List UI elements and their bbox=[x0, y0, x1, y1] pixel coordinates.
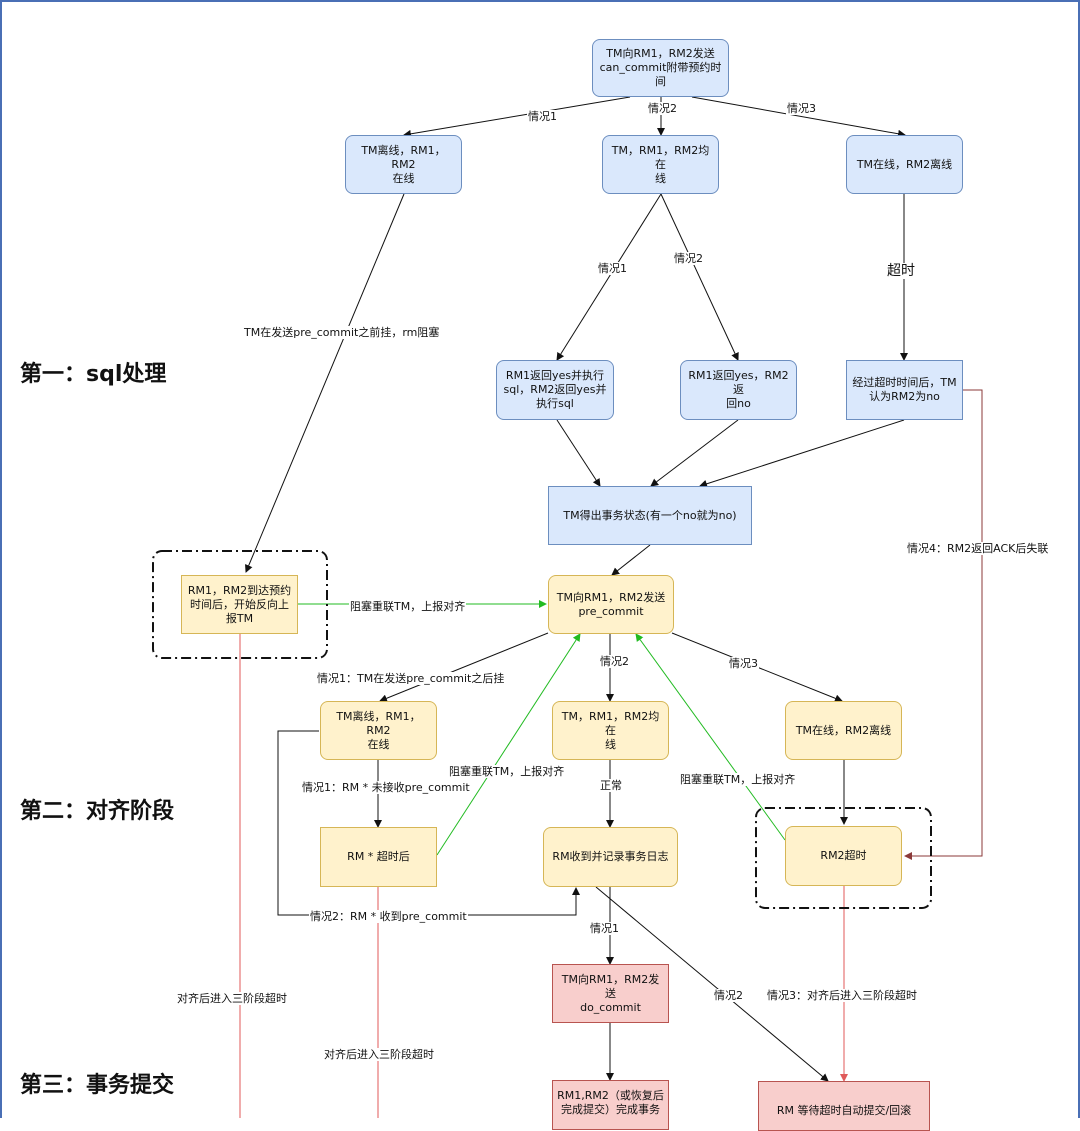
edge-rm-recv bbox=[277, 730, 580, 916]
label-block-reconnect-3: 阻塞重联TM，上报对齐 bbox=[679, 773, 797, 786]
label-commit-case1: 情况1 bbox=[589, 922, 620, 935]
edge-allon-yes bbox=[556, 193, 662, 361]
edge-allon-no bbox=[660, 193, 739, 361]
label-pre-case2: 情况2 bbox=[599, 655, 630, 668]
node-can-commit: TM向RM1，RM2发送 can_commit附带预约时 间 bbox=[592, 39, 729, 97]
label-tm-down-before: TM在发送pre_commit之前挂，rm阻塞 bbox=[243, 326, 441, 339]
label-align-timeout-2: 对齐后进入三阶段超时 bbox=[323, 1048, 435, 1061]
node-do-commit: TM向RM1，RM2发送 do_commit bbox=[552, 964, 669, 1023]
edge-start-tmoff bbox=[403, 96, 631, 138]
edge-timeout-state bbox=[699, 419, 905, 488]
node-rm-timeout: RM * 超时后 bbox=[320, 827, 437, 887]
label-case3: 情况3 bbox=[786, 102, 817, 115]
label-align-timeout-1: 对齐后进入三阶段超时 bbox=[176, 992, 288, 1005]
node-rm2-no: RM1返回yes，RM2返 回no bbox=[680, 360, 797, 420]
node-timeout-no: 经过超时时间后，TM 认为RM2为no bbox=[846, 360, 963, 420]
node-rm2-offline: TM在线，RM2离线 bbox=[846, 135, 963, 194]
label-commit-case3: 情况3：对齐后进入三阶段超时 bbox=[766, 989, 918, 1002]
label-no-case2: 情况2 bbox=[673, 252, 704, 265]
label-block-reconnect-2: 阻塞重联TM，上报对齐 bbox=[448, 765, 566, 778]
label-block-reconnect-1: 阻塞重联TM，上报对齐 bbox=[349, 600, 467, 613]
label-rm-not-received: 情况1：RM * 未接收pre_commit bbox=[301, 781, 471, 794]
label-normal: 正常 bbox=[599, 779, 623, 792]
edge-yes-state bbox=[556, 419, 601, 487]
stage-title-sql: 第一：sql处理 bbox=[20, 362, 167, 387]
edge-log-wait bbox=[595, 886, 829, 1082]
node2-rm2-offline: TM在线，RM2离线 bbox=[785, 701, 902, 760]
label-case1: 情况1 bbox=[527, 110, 558, 123]
node-both-yes-sql: RM1返回yes并执行 sql，RM2返回yes并 执行sql bbox=[496, 360, 614, 420]
edge-pre-tmoff bbox=[379, 632, 549, 703]
edge-state-precommit bbox=[611, 544, 651, 576]
group-box-rm2timeout bbox=[755, 807, 932, 909]
node-rm-log: RM收到并记录事务日志 bbox=[543, 827, 678, 887]
label-pre-case3: 情况3 bbox=[728, 657, 759, 670]
edge-no-state bbox=[650, 419, 739, 487]
node-wait-timeout: RM 等待超时自动提交/回滚 bbox=[758, 1081, 930, 1131]
node-tm-state: TM得出事务状态(有一个no就为no) bbox=[548, 486, 752, 545]
node2-all-online: TM，RM1，RM2均在 线 bbox=[552, 701, 669, 760]
label-pre-case1: 情况1：TM在发送pre_commit之后挂 bbox=[316, 672, 506, 685]
node-rm2-timeout: RM2超时 bbox=[785, 826, 902, 886]
stage-title-commit: 第三：事务提交 bbox=[20, 1073, 175, 1098]
edge-tmoff-report bbox=[245, 193, 405, 573]
edge-rmtimeout-precommit bbox=[436, 633, 581, 856]
edge-rm2timeout-precommit bbox=[635, 633, 786, 841]
stage-title-align: 第二：对齐阶段 bbox=[20, 799, 175, 824]
node-pre-commit: TM向RM1，RM2发送 pre_commit bbox=[548, 575, 674, 634]
label-yes-case1: 情况1 bbox=[597, 262, 628, 275]
label-commit-case2: 情况2 bbox=[713, 989, 744, 1002]
node-all-online: TM，RM1，RM2均在 线 bbox=[602, 135, 719, 194]
label-rm-received: 情况2：RM * 收到pre_commit bbox=[309, 910, 468, 923]
node2-tm-offline: TM离线，RM1，RM2 在线 bbox=[320, 701, 437, 760]
label-timeout: 超时 bbox=[886, 263, 916, 279]
node-tm-offline: TM离线，RM1，RM2 在线 bbox=[345, 135, 462, 194]
edge-start-rm2off bbox=[691, 96, 906, 138]
label-case4: 情况4：RM2返回ACK后失联 bbox=[906, 542, 1050, 555]
node-commit-done: RM1,RM2（或恢复后 完成提交）完成事务 bbox=[552, 1080, 669, 1130]
node-rm-report: RM1，RM2到达预约 时间后，开始反向上 报TM bbox=[181, 575, 298, 634]
edge-case4 bbox=[904, 389, 983, 860]
group-box-report bbox=[152, 550, 328, 659]
label-case2: 情况2 bbox=[647, 102, 678, 115]
